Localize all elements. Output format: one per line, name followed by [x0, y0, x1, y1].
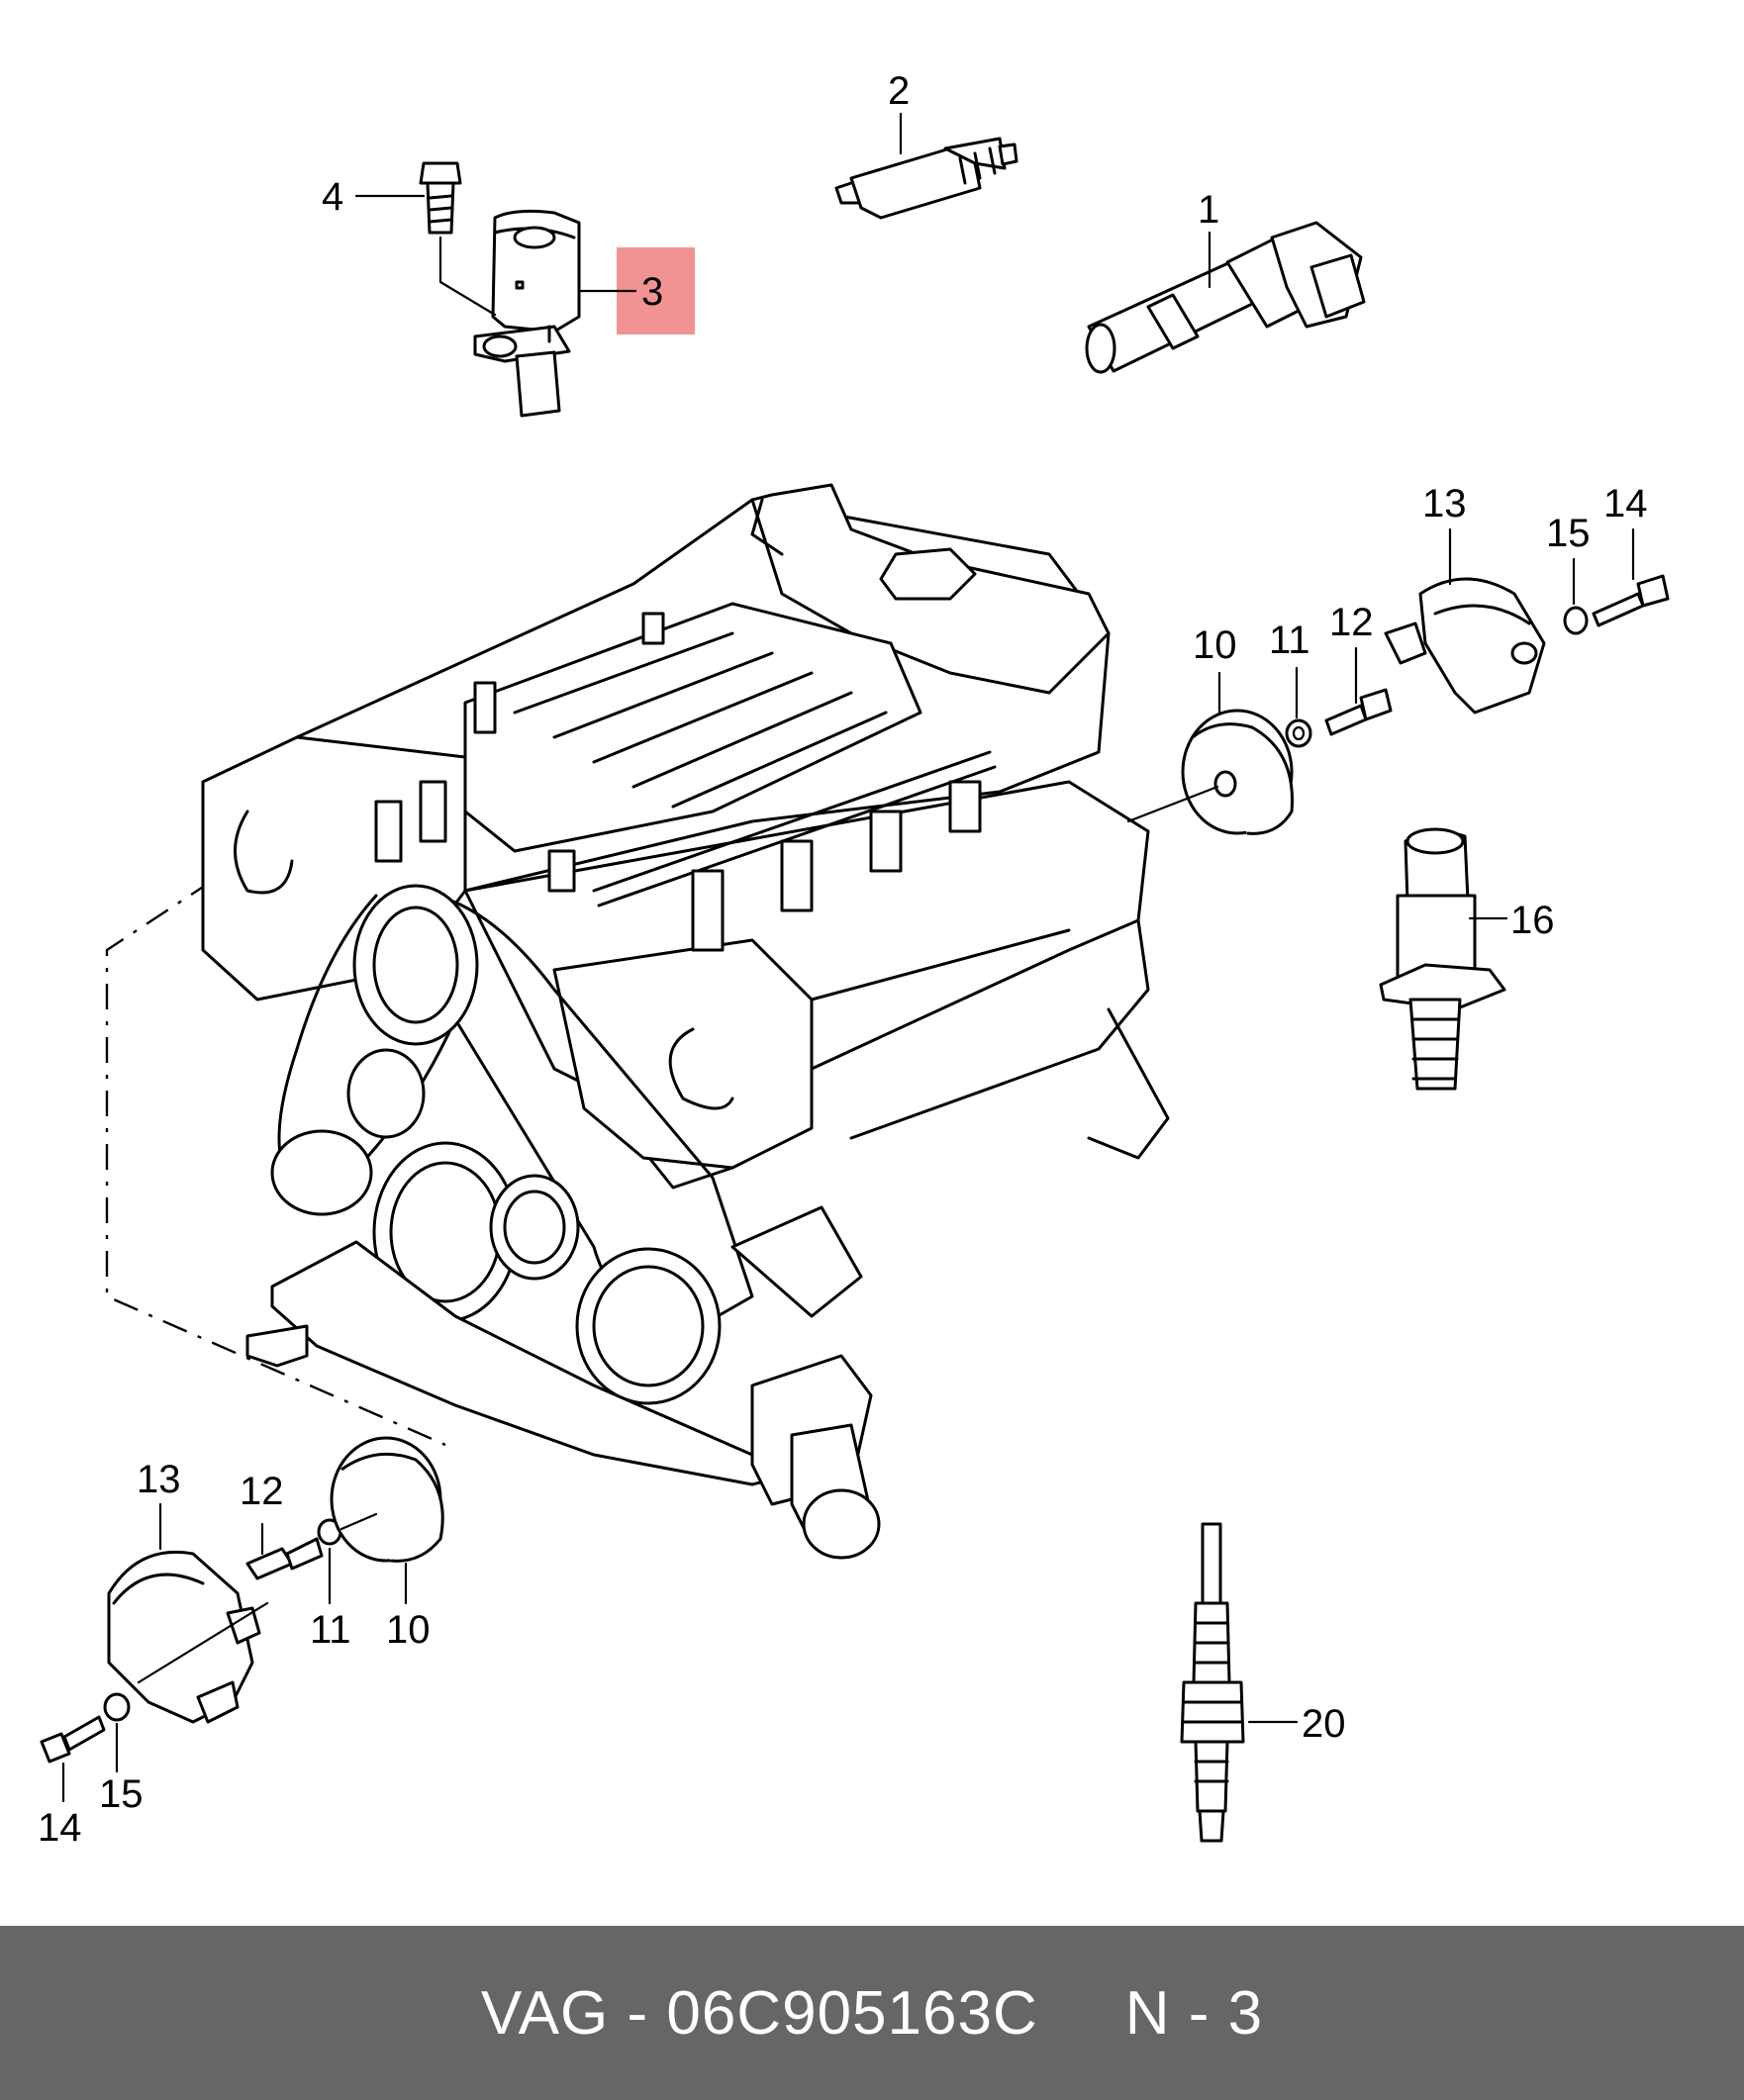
separator: - [627, 1978, 649, 2048]
callout-1: 1 [1198, 188, 1219, 232]
callout-2: 2 [888, 69, 910, 113]
glow-plug-part-20 [1180, 1522, 1245, 1843]
callout-14-left: 14 [38, 1806, 82, 1850]
part-info-footer: VAG - 06C905163C N - 3 [0, 1926, 1744, 2100]
callout-10-left: 10 [386, 1608, 431, 1652]
callout-16: 16 [1510, 899, 1555, 942]
sensor-part-3 [473, 209, 581, 418]
callout-12-right: 12 [1329, 601, 1374, 644]
callout-13-left: 13 [137, 1458, 181, 1501]
ignition-coil-part-1 [1085, 221, 1366, 374]
part-number: 06C905163C [666, 1978, 1038, 2048]
callouts: 1 2 3 4 10 11 12 13 14 15 16 13 12 11 10 [38, 69, 1648, 1850]
callout-13-right: 13 [1422, 482, 1467, 525]
callout-14-right: 14 [1603, 482, 1648, 525]
parts-diagram: 1 2 3 4 10 11 12 13 14 15 16 13 12 11 10 [38, 69, 1670, 1850]
fuel-rail [374, 750, 997, 952]
callout-4: 4 [322, 175, 343, 219]
oil-pan [245, 1205, 881, 1560]
engine-assembly [105, 483, 1170, 1560]
callout-11-right: 11 [1269, 619, 1310, 662]
brand-label: VAG [480, 1978, 610, 2048]
belt-drive [270, 884, 754, 1405]
intake-manifold [463, 602, 922, 853]
callout-20: 20 [1302, 1702, 1346, 1746]
spark-plug-part-2 [834, 137, 1018, 220]
callout-10-right: 10 [1193, 623, 1237, 667]
right-camshaft-parts [1126, 574, 1670, 1091]
callout-12-left: 12 [240, 1470, 284, 1513]
callout-15-left: 15 [99, 1772, 144, 1816]
position-label: N - 3 [1124, 1978, 1264, 2048]
left-camshaft-parts [40, 1436, 444, 1764]
callout-3: 3 [641, 270, 663, 314]
callout-15-right: 15 [1546, 512, 1591, 555]
callout-11-left: 11 [310, 1608, 351, 1652]
bolt-part-4 [419, 161, 497, 317]
